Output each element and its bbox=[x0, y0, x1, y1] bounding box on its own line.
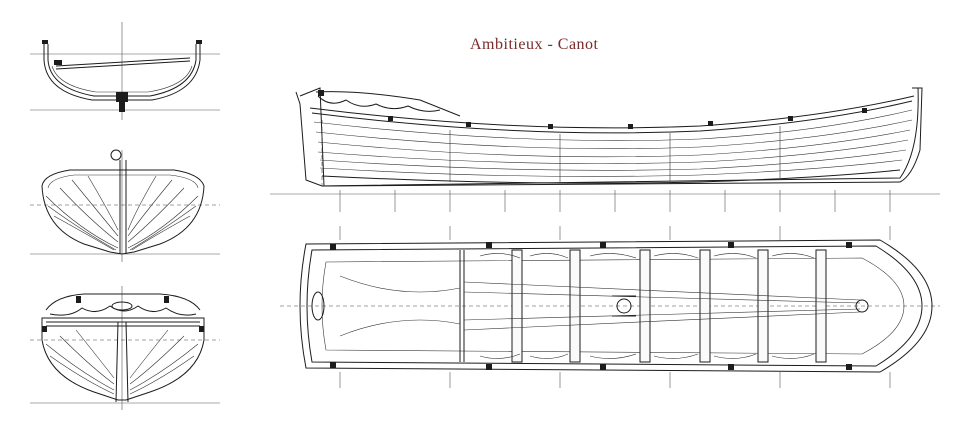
bow-body-plan-view bbox=[30, 286, 220, 410]
deck-plan-view bbox=[280, 226, 940, 388]
stern-body-plan-view bbox=[30, 149, 220, 262]
side-profile-view bbox=[270, 87, 940, 212]
drawing-title: Ambitieux - Canot bbox=[470, 36, 599, 53]
midship-section-view bbox=[30, 22, 220, 120]
